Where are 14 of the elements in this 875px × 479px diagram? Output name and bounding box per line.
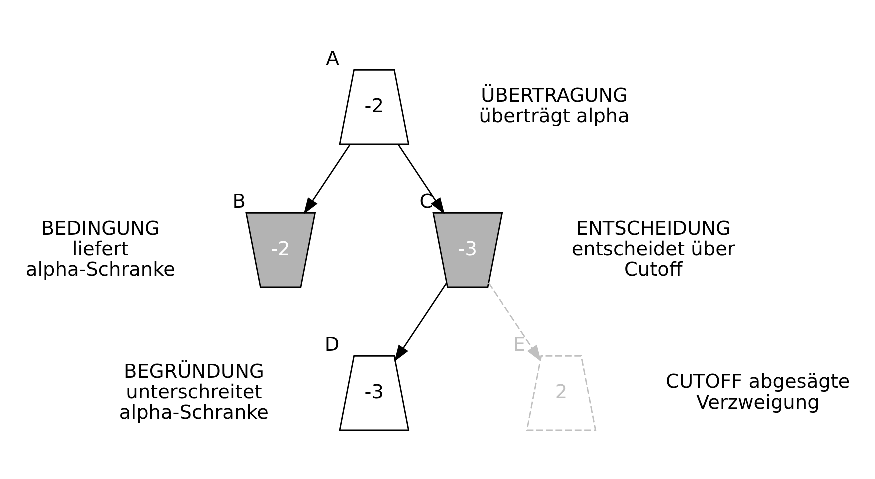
arrow <box>303 144 351 214</box>
node-label: ENTSCHEIDUNG entscheidet über Cutoff <box>571 216 735 281</box>
arrow <box>488 282 541 362</box>
arrow <box>397 144 444 214</box>
node-label: B <box>232 189 246 212</box>
node-label: BEDINGUNG liefert alpha-Schranke <box>25 216 175 281</box>
node-label: CUTOFF abgesägte Verzweigung <box>666 370 850 414</box>
node-label: D <box>324 332 340 356</box>
arrow <box>394 282 447 362</box>
node-label: C <box>419 189 433 212</box>
node-label: BEGRÜNDUNG unterschreitet alpha-Schranke <box>118 359 268 424</box>
node-label: E <box>512 332 525 356</box>
node-label: ÜBERTRAGUNG überträgt alpha <box>478 84 630 128</box>
node-label: A <box>326 46 339 70</box>
